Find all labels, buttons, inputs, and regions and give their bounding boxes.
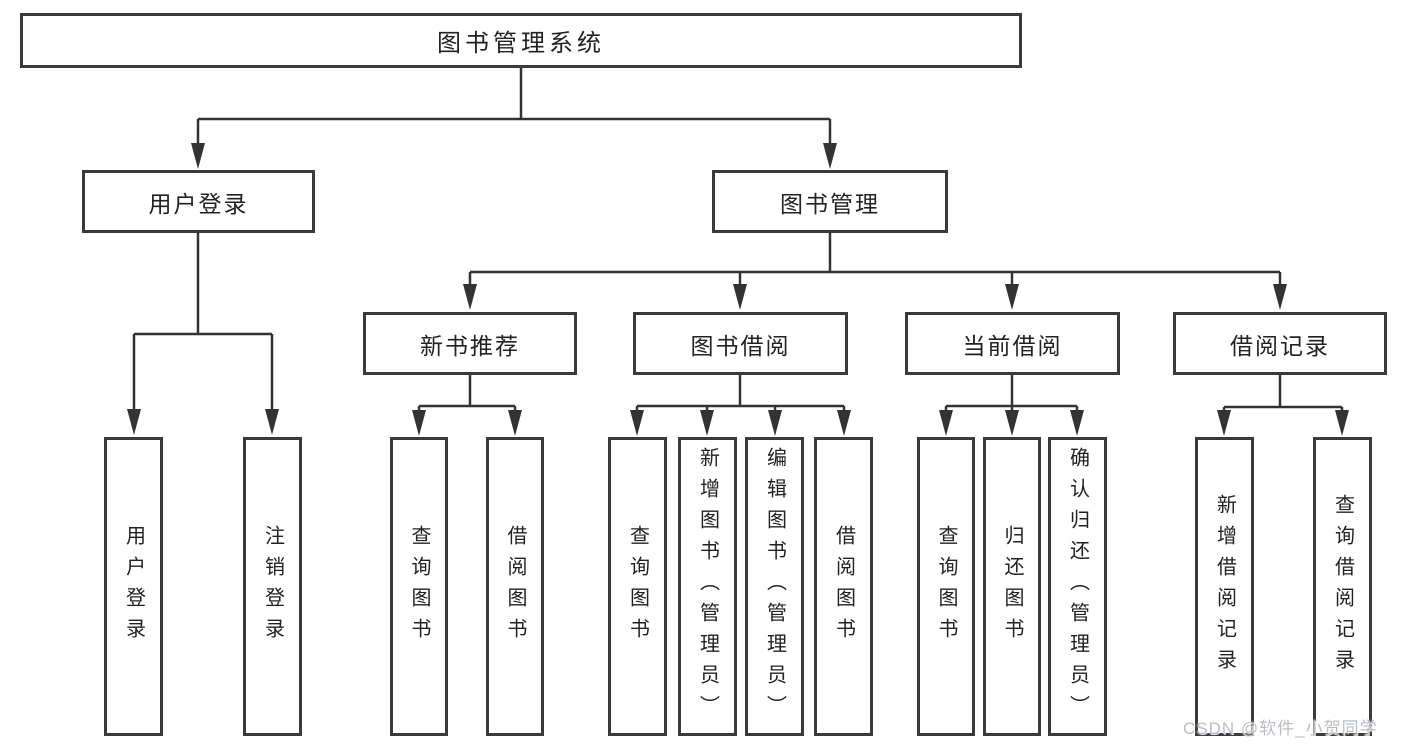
leaf-confirm-return-admin: 确认归还（管理员） [1048, 437, 1107, 736]
leaf-label: 用户登录 [122, 524, 145, 649]
leaf-return-book: 归还图书 [983, 437, 1041, 736]
node-book-borrow: 图书借阅 [633, 312, 848, 375]
node-current-borrow: 当前借阅 [905, 312, 1120, 375]
leaf-label: 借阅图书 [504, 524, 526, 649]
leaf-label: 确认归还（管理员） [1066, 447, 1089, 726]
leaf-add-book-admin: 新增图书（管理员） [678, 437, 737, 736]
node-user-login: 用户登录 [82, 170, 315, 233]
node-borrow-records: 借阅记录 [1173, 312, 1387, 375]
leaf-borrow-books: 借阅图书 [814, 437, 873, 736]
node-label: 借阅记录 [1230, 332, 1330, 359]
leaf-user-login: 用户登录 [104, 437, 163, 736]
leaf-label: 借阅图书 [832, 524, 855, 649]
node-label: 图书管理 [780, 190, 880, 217]
leaf-borrow-books-recommend: 借阅图书 [486, 437, 544, 736]
leaf-query-books-recommend: 查询图书 [390, 437, 448, 736]
leaf-edit-book-admin: 编辑图书（管理员） [745, 437, 804, 736]
leaf-query-books-current: 查询图书 [917, 437, 975, 736]
node-label: 图书管理系统 [437, 30, 605, 57]
leaf-label: 注销登录 [261, 524, 284, 649]
csdn-watermark: CSDN @软件_小贺同学 [1183, 719, 1378, 738]
connector-path [132, 68, 1344, 413]
leaf-label: 归还图书 [1001, 524, 1023, 649]
leaf-query-books-borrow: 查询图书 [608, 437, 667, 736]
leaf-label: 新增借阅记录 [1213, 493, 1236, 680]
node-label: 图书借阅 [690, 332, 791, 359]
leaf-label: 新增图书（管理员） [696, 447, 719, 726]
leaf-logout: 注销登录 [243, 437, 302, 736]
node-label: 用户登录 [148, 190, 249, 217]
leaf-label: 查询图书 [935, 524, 957, 649]
leaf-add-borrow-record: 新增借阅记录 [1195, 437, 1254, 736]
arrowheads [127, 143, 1349, 436]
leaf-label: 查询图书 [626, 524, 649, 649]
node-label: 当前借阅 [962, 332, 1063, 359]
node-book-management: 图书管理 [712, 170, 948, 233]
leaf-label: 编辑图书（管理员） [763, 447, 786, 726]
node-label: 新书推荐 [420, 332, 520, 359]
node-new-book-recommend: 新书推荐 [363, 312, 577, 375]
node-library-system: 图书管理系统 [20, 13, 1022, 68]
leaf-query-borrow-record: 查询借阅记录 [1313, 437, 1372, 736]
leaf-label: 查询图书 [408, 524, 430, 649]
leaf-label: 查询借阅记录 [1331, 493, 1354, 680]
